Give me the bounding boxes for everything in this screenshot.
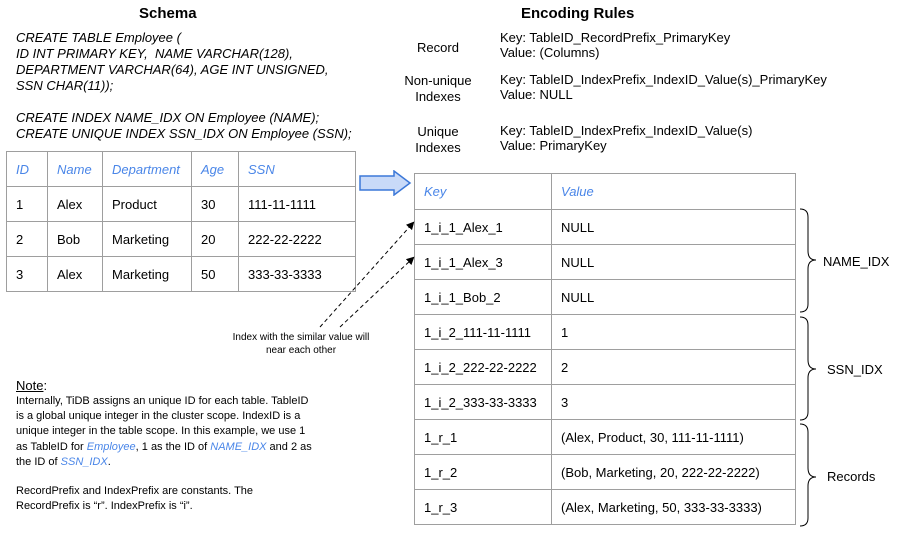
- table-header-row: ID Name Department Age SSN: [6, 151, 356, 187]
- table-cell: 50: [191, 256, 239, 292]
- table-cell: 3: [6, 256, 48, 292]
- table-cell: (Alex, Product, 30, 111-11-1111): [551, 419, 796, 455]
- note-block: Note: Internally, TiDB assigns an unique…: [16, 378, 314, 514]
- note-employee: Employee: [86, 440, 136, 453]
- table-cell: Alex: [47, 186, 103, 222]
- rule-label-non-unique: Non-unique Indexes: [404, 73, 472, 104]
- sql-line: SSN CHAR(11));: [16, 78, 114, 93]
- sql-line: ID INT PRIMARY KEY, NAME VARCHAR(128),: [16, 46, 293, 61]
- note-paragraph-1: Internally, TiDB assigns an unique ID fo…: [16, 394, 314, 470]
- note-title-colon: :: [43, 378, 48, 393]
- note-text: Internally, TiDB assigns an unique ID fo…: [16, 395, 309, 453]
- note-text: .: [107, 455, 111, 468]
- dashed-arrow-2: [339, 256, 415, 328]
- encoding-heading: Encoding Rules: [521, 5, 635, 22]
- sql-line: CREATE TABLE Employee (: [16, 30, 181, 45]
- table-cell: 1_r_2: [414, 454, 552, 490]
- table-cell: 1_i_2_333-33-3333: [414, 384, 552, 420]
- rule-value-record: Value: (Columns): [500, 45, 600, 60]
- table-cell: Marketing: [102, 256, 192, 292]
- right-arrow-icon: [359, 170, 412, 196]
- table-cell: 1_i_1_Alex_1: [414, 209, 552, 245]
- employee-table: ID Name Department Age SSN 1 Alex Produc…: [6, 151, 356, 292]
- rule-value-unique: Value: PrimaryKey: [500, 138, 607, 153]
- brace-name-idx: [799, 208, 817, 313]
- rule-key-non-unique: Key: TableID_IndexPrefix_IndexID_Value(s…: [500, 72, 827, 87]
- table-row: 1 Alex Product 30 111-11-1111: [6, 186, 356, 222]
- schema-sql: CREATE TABLE Employee ( ID INT PRIMARY K…: [16, 30, 352, 142]
- group-braces: [799, 208, 817, 527]
- sql-line: DEPARTMENT VARCHAR(64), AGE INT UNSIGNED…: [16, 62, 329, 77]
- sql-line: CREATE INDEX NAME_IDX ON Employee (NAME)…: [16, 110, 320, 125]
- table-cell: 1_i_2_222-22-2222: [414, 349, 552, 385]
- column-header: SSN: [238, 151, 356, 187]
- column-header: Name: [47, 151, 103, 187]
- note-paragraph-2: RecordPrefix and IndexPrefix are constan…: [16, 485, 254, 513]
- note-title-line: Note:: [16, 378, 314, 394]
- table-cell: (Alex, Marketing, 50, 333-33-3333): [551, 489, 796, 525]
- note-text: , 1 as the ID of: [135, 440, 211, 453]
- column-header: Age: [191, 151, 239, 187]
- table-cell: 1: [551, 314, 796, 350]
- table-cell: 1: [6, 186, 48, 222]
- column-header: Department: [102, 151, 192, 187]
- rule-key-record: Key: TableID_RecordPrefix_PrimaryKey: [500, 30, 731, 45]
- schema-heading: Schema: [139, 5, 197, 22]
- rule-key-unique: Key: TableID_IndexPrefix_IndexID_Value(s…: [500, 123, 753, 138]
- table-row: 1_r_2(Bob, Marketing, 20, 222-22-2222): [414, 454, 796, 490]
- rule-label-unique: Unique Indexes: [415, 124, 461, 155]
- table-cell: Alex: [47, 256, 103, 292]
- note-text: and 2 as the ID of: [16, 440, 312, 468]
- note-ssn-idx: SSN_IDX: [60, 455, 108, 468]
- table-cell: Marketing: [102, 221, 192, 257]
- sql-line: CREATE UNIQUE INDEX SSN_IDX ON Employee …: [16, 126, 352, 141]
- table-cell: NULL: [551, 209, 796, 245]
- annotation-text: Index with the similar value will near e…: [232, 332, 370, 356]
- rule-label-record: Record: [417, 40, 459, 55]
- table-cell: 1_r_3: [414, 489, 552, 525]
- table-cell: 333-33-3333: [238, 256, 356, 292]
- table-row: 3 Alex Marketing 50 333-33-3333: [6, 256, 356, 292]
- table-cell: 2: [551, 349, 796, 385]
- table-cell: 111-11-1111: [238, 186, 356, 222]
- dashed-arrow-1: [319, 221, 415, 328]
- table-cell: NULL: [551, 279, 796, 315]
- note-title: Note: [16, 378, 44, 393]
- group-label-records: Records: [827, 469, 876, 484]
- brace-records: [799, 423, 817, 527]
- column-header: ID: [6, 151, 48, 187]
- table-cell: 1_i_2_111-11-1111: [414, 314, 552, 350]
- table-cell: 20: [191, 221, 239, 257]
- brace-ssn-idx: [799, 316, 817, 421]
- table-cell: (Bob, Marketing, 20, 222-22-2222): [551, 454, 796, 490]
- group-label-ssn-idx: SSN_IDX: [827, 362, 883, 377]
- table-cell: Bob: [47, 221, 103, 257]
- table-row: 1_r_3(Alex, Marketing, 50, 333-33-3333): [414, 489, 796, 525]
- rule-value-non-unique: Value: NULL: [500, 87, 573, 102]
- group-label-name-idx: NAME_IDX: [823, 254, 890, 269]
- note-name-idx: NAME_IDX: [210, 440, 267, 453]
